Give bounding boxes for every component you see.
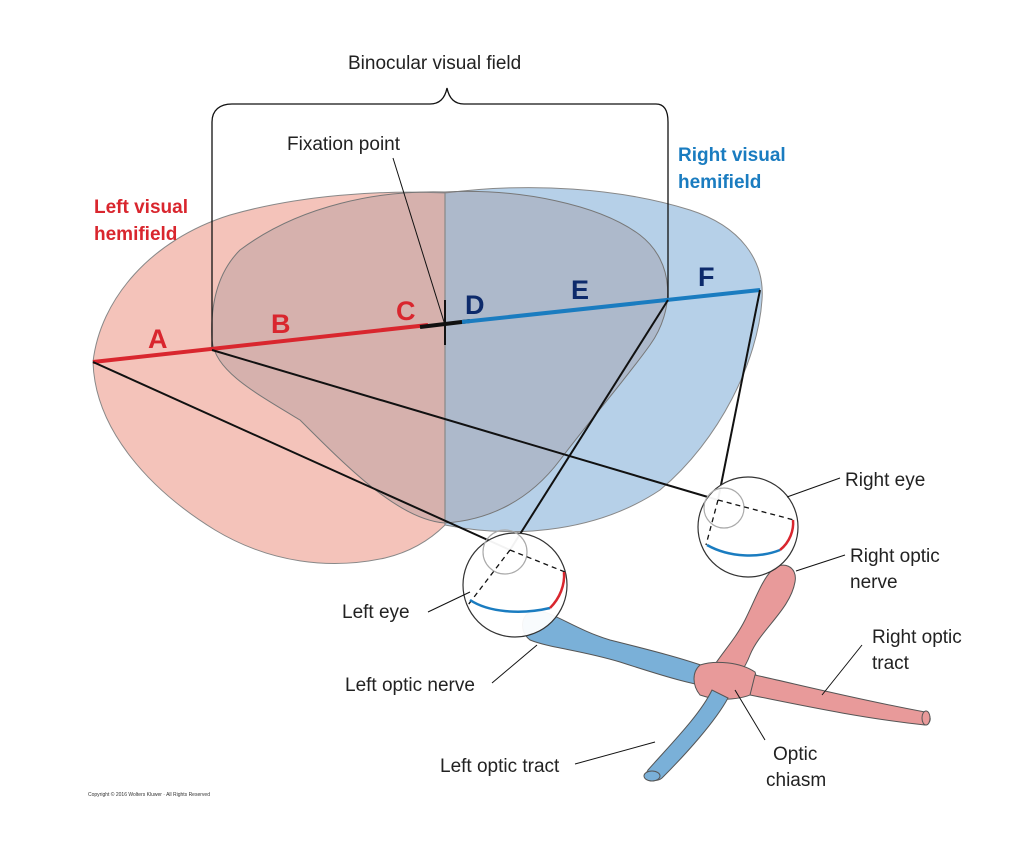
left-eye-label: Left eye xyxy=(342,602,410,623)
left-hemifield-label-line2: hemifield xyxy=(94,224,177,245)
binocular-bracket xyxy=(211,87,669,350)
right-eye-graphic xyxy=(697,476,799,578)
segment-label-d: D xyxy=(465,290,485,320)
segment-label-f: F xyxy=(698,262,715,292)
projection-line-b-right-eye xyxy=(211,349,719,501)
right-meridian-line xyxy=(461,288,761,324)
binocular-visual-field-label: Binocular visual field xyxy=(348,53,521,74)
segment-label-c: C xyxy=(396,296,416,326)
right-optic-nerve-leader xyxy=(795,554,846,572)
left-visual-field xyxy=(92,191,446,564)
right-optic-tract-end xyxy=(921,710,931,726)
right-optic-tract-label-line2: tract xyxy=(872,653,910,674)
projection-line-f-right-eye xyxy=(717,289,761,501)
left-optic-nerve-label: Left optic nerve xyxy=(345,675,475,696)
optic-chiasm-label-line2: chiasm xyxy=(766,770,826,791)
right-optic-nerve-label-line2: nerve xyxy=(850,572,898,593)
optic-chiasm-shape xyxy=(693,661,761,700)
copyright-notice: Copyright © 2016 Wolters Kluwer · All Ri… xyxy=(88,791,210,798)
binocular-field-region xyxy=(211,190,669,524)
right-optic-tract-leader xyxy=(821,644,863,696)
right-eye-leader xyxy=(786,477,841,498)
fixation-point-label: Fixation point xyxy=(287,134,401,155)
right-eye-label: Right eye xyxy=(845,470,925,491)
right-hemifield-label-line2: hemifield xyxy=(678,172,761,193)
segment-label-e: E xyxy=(571,275,589,305)
right-optic-tract-shape xyxy=(749,674,931,726)
left-optic-tract-label: Left optic tract xyxy=(440,756,560,777)
optic-chiasm-leader xyxy=(734,689,766,741)
projection-line-e-left-eye xyxy=(509,299,669,551)
left-hemifield-label-line1: Left visual xyxy=(94,197,188,218)
right-optic-nerve-label-line1: Right optic xyxy=(850,546,940,567)
right-optic-tract-label-line1: Right optic xyxy=(872,627,962,648)
left-eye-leader xyxy=(427,591,471,613)
left-eye-graphic xyxy=(462,529,568,638)
left-optic-tract-shape xyxy=(646,689,729,781)
left-meridian-line xyxy=(92,323,429,364)
fixation-leader xyxy=(392,157,446,326)
left-optic-tract-leader xyxy=(574,741,656,765)
optic-chiasm-label-line1: Optic xyxy=(773,744,817,765)
segment-label-a: A xyxy=(148,324,168,354)
segment-label-b: B xyxy=(271,309,291,339)
projection-line-a-left-eye xyxy=(92,361,511,551)
left-optic-tract-end xyxy=(643,770,661,782)
left-optic-nerve-leader xyxy=(491,644,538,684)
right-visual-field xyxy=(444,187,763,533)
right-hemifield-label-line1: Right visual xyxy=(678,145,786,166)
